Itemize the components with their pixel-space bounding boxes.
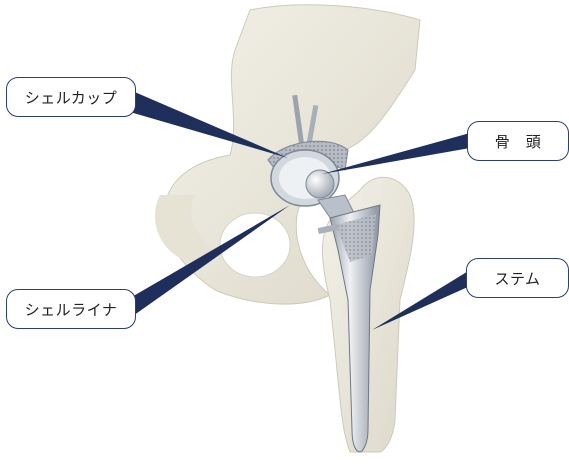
label-shell-cup: シェルカップ <box>6 77 136 117</box>
label-femoral-head: 骨 頭 <box>467 121 569 161</box>
label-shell-liner: シェルライナ <box>6 289 136 329</box>
label-stem: ステム <box>466 258 569 298</box>
